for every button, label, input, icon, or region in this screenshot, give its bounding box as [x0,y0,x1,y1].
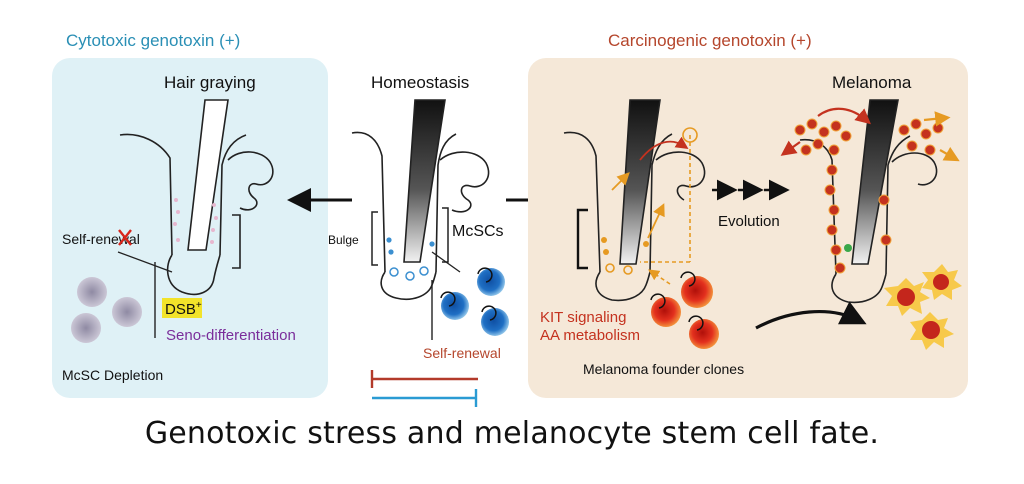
orange-arrow [611,172,630,191]
progression-arrow [755,301,867,330]
orange-arrow [923,111,951,127]
stem-cells [441,268,509,336]
right-panel: Carcinogenic genotoxin (+) Melanoma Ev [528,31,968,398]
right-header: Carcinogenic genotoxin (+) [608,31,812,50]
aa-metabolism-label: AA metabolism [540,327,640,344]
diagram-canvas: Cytotoxic genotoxin (+) Hair graying Sel… [52,31,968,407]
left-title: Hair graying [164,73,256,92]
left-header: Cytotoxic genotoxin (+) [66,31,240,50]
left-panel: Cytotoxic genotoxin (+) Hair graying Sel… [52,31,328,398]
orange-ring [682,127,698,143]
mcsc-depletion-label: McSC Depletion [62,367,163,383]
kit-signaling-label: KIT signaling [540,309,626,326]
dashed-arrow [648,269,671,285]
inhibition-red [370,370,478,388]
follicle-blue-dots [386,237,435,281]
red-arrow [639,136,689,161]
bracket [576,208,588,270]
center-self-renewal: Self-renewal [423,345,501,361]
center-homeostasis: Homeostasis Bulge McSCs [328,73,509,407]
follicle-pink-dots [173,198,218,244]
right-title: Melanoma [832,73,912,92]
red-arrow [817,107,872,125]
pointer-line [431,251,461,273]
melanoma-cells [884,264,962,350]
depleted-cells [71,277,142,343]
orange-arrow [939,146,960,162]
hair-follicle-normal [351,99,490,301]
dsb-label: DSB+ [165,300,202,318]
caption: Genotoxic stress and melanocyte stem cel… [144,416,880,451]
hair-follicle-evolving [563,99,706,302]
orange-arrow [647,203,665,239]
mcscs-label: McSCs [452,223,504,240]
self-renewal-arrow-icons [440,267,497,321]
red-arrow [780,140,801,156]
dashed-path [640,135,691,263]
founder-clones-label: Melanoma founder clones [583,361,744,377]
cross-icon [118,229,132,246]
center-title: Homeostasis [371,73,469,92]
pointer-line [117,251,173,273]
inhibition-blue [372,389,478,407]
hair-follicle-melanoma [799,99,938,304]
bulge-label: Bulge [328,233,359,247]
evolution-label: Evolution [718,213,780,230]
dsb-highlight [162,298,202,318]
orange-dots [601,237,649,275]
founder-clone-cells [651,276,719,349]
hair-follicle-gray [119,99,274,296]
green-cell [844,244,852,252]
seno-differentiation-label: Seno-differentiation [166,327,296,344]
melanoma-spread [794,118,944,274]
self-renewal-arrow-icons [650,271,704,331]
